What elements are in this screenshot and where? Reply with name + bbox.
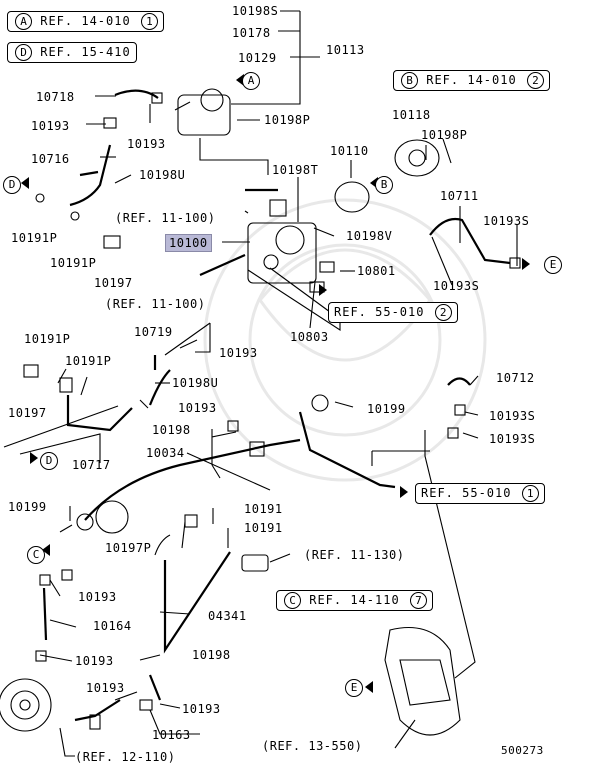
- part-label: 10197: [94, 276, 133, 290]
- part-label: 10110: [330, 144, 369, 158]
- marker-c: C: [27, 546, 45, 564]
- marker-e: E: [345, 679, 363, 697]
- ref-55-1-text: REF. 55-010: [421, 486, 512, 500]
- part-label: 10803: [290, 330, 329, 344]
- ref-text: (REF. 11-100): [105, 297, 206, 311]
- ref-c-letter: C: [284, 592, 301, 609]
- part-label: 10198: [152, 423, 191, 437]
- part-label: 10718: [36, 90, 75, 104]
- part-label: 10193: [182, 702, 221, 716]
- part-label: 10118: [392, 108, 431, 122]
- part-label: 10193: [78, 590, 117, 604]
- ref-text: (REF. 13-550): [262, 739, 363, 753]
- ref-b-num: 2: [526, 72, 544, 89]
- marker-d: D: [40, 452, 58, 470]
- ref-box-c: C REF. 14-110 7: [276, 590, 433, 611]
- ref-c-num: 7: [409, 592, 427, 609]
- part-label-highlighted: 10100: [165, 234, 212, 252]
- part-label: 10193S: [483, 214, 530, 228]
- ref-b-text: REF. 14-010: [426, 73, 517, 87]
- part-label: 10199: [8, 500, 47, 514]
- part-label: 10034: [146, 446, 185, 460]
- part-label: 10129: [238, 51, 277, 65]
- ref-a-num: 1: [140, 13, 158, 30]
- part-label: 10198T: [272, 163, 319, 177]
- part-label: 10198U: [139, 168, 186, 182]
- part-label: 10193: [75, 654, 114, 668]
- part-label: 10191P: [11, 231, 58, 245]
- part-label: 10164: [93, 619, 132, 633]
- ref-text: (REF. 11-130): [304, 548, 405, 562]
- ref-a-letter: A: [15, 13, 32, 30]
- ref-box-d: D REF. 15-410: [7, 42, 137, 63]
- marker-b: B: [375, 176, 393, 194]
- part-label: 10191P: [50, 256, 97, 270]
- ref-55-2-text: REF. 55-010: [334, 305, 425, 319]
- ref-box-55-010-2: REF. 55-010 2: [328, 302, 458, 323]
- part-label: 10193S: [433, 279, 480, 293]
- ref-55-1-num: 1: [521, 485, 539, 502]
- marker-e: E: [544, 256, 562, 274]
- part-label: 10801: [357, 264, 396, 278]
- part-label: 10191: [244, 521, 283, 535]
- part-label: 10193: [31, 119, 70, 133]
- ref-d-text: REF. 15-410: [40, 45, 131, 59]
- part-label: 10193S: [489, 409, 536, 423]
- part-label: 10712: [496, 371, 535, 385]
- part-label: 10198V: [346, 229, 393, 243]
- marker-d: D: [3, 176, 21, 194]
- part-label: 10193: [86, 681, 125, 695]
- ref-box-a: A REF. 14-010 1: [7, 11, 164, 32]
- ref-text: (REF. 12-110): [75, 750, 176, 764]
- part-label: 10113: [326, 43, 365, 57]
- ref-box-55-010-1: REF. 55-010 1: [415, 483, 545, 504]
- part-label: 10717: [72, 458, 111, 472]
- part-label: 10719: [134, 325, 173, 339]
- part-label: 10198: [192, 648, 231, 662]
- diagram-id: 500273: [501, 744, 544, 757]
- ref-b-letter: B: [401, 72, 418, 89]
- part-label: 10197: [8, 406, 47, 420]
- ref-box-b: B REF. 14-010 2: [393, 70, 550, 91]
- ref-c-text: REF. 14-110: [309, 593, 400, 607]
- part-label: 10191: [244, 502, 283, 516]
- part-label: 10191P: [24, 332, 71, 346]
- part-label: 10199: [367, 402, 406, 416]
- part-label: 10198S: [232, 4, 279, 18]
- ref-55-2-num: 2: [434, 304, 452, 321]
- ref-d-letter: D: [15, 44, 32, 61]
- part-label: 10191P: [65, 354, 112, 368]
- part-label: 10193: [178, 401, 217, 415]
- ref-a-text: REF. 14-010: [40, 14, 131, 28]
- part-label: 10193S: [489, 432, 536, 446]
- part-label: 10178: [232, 26, 271, 40]
- part-label: 10716: [31, 152, 70, 166]
- marker-a: A: [242, 72, 260, 90]
- ref-text: (REF. 11-100): [115, 211, 216, 225]
- part-label: 10197P: [105, 541, 152, 555]
- watermark-emblem: [203, 198, 487, 482]
- part-label: 10711: [440, 189, 479, 203]
- part-label: 10198P: [264, 113, 311, 127]
- part-label: 04341: [208, 609, 247, 623]
- part-label: 10193: [219, 346, 258, 360]
- part-label: 10163: [152, 728, 191, 742]
- part-label: 10198P: [421, 128, 468, 142]
- part-label: 10198U: [172, 376, 219, 390]
- part-label: 10193: [127, 137, 166, 151]
